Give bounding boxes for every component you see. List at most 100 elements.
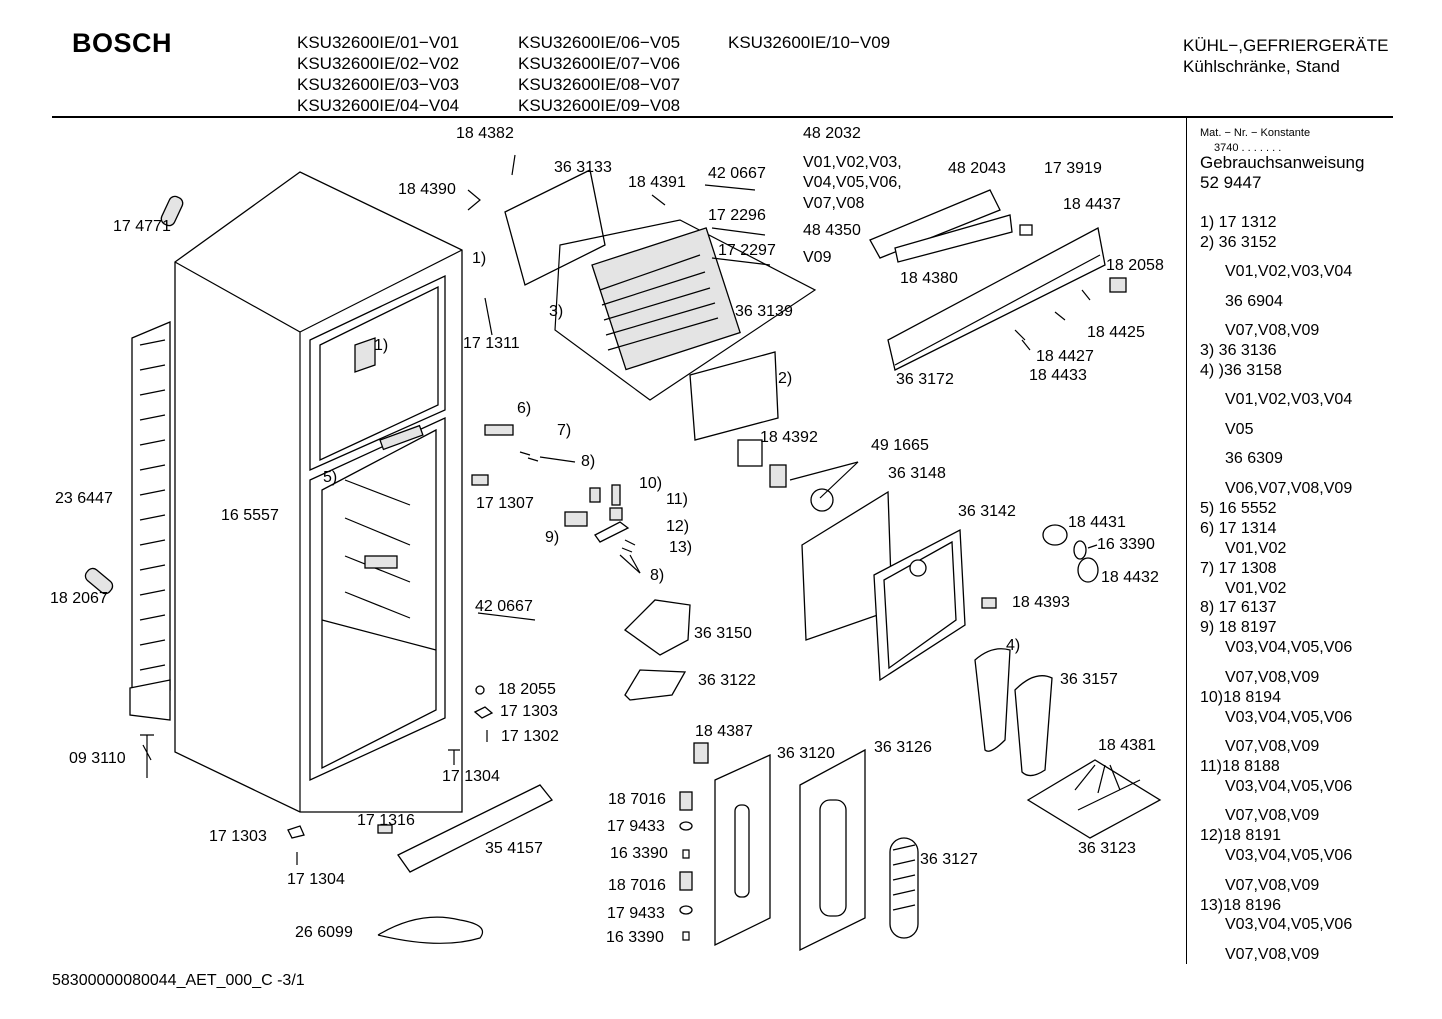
sidebar-manual-number: 52 9447	[1200, 173, 1262, 192]
document-id: 58300000080044_AET_000_C -3/1	[52, 972, 305, 989]
part-label: 36 3139	[735, 303, 793, 320]
part-label: 18 4382	[456, 125, 514, 142]
part-label: 17 1302	[501, 728, 559, 745]
model-number: KSU32600IE/09−V08	[518, 96, 681, 115]
reference-label: 7)	[557, 422, 572, 439]
control-panel-drawing	[869, 189, 1127, 371]
model-number: KSU32600IE/01−V01	[297, 33, 460, 52]
reference-label: 8)	[650, 567, 665, 584]
reference-label: 10)	[639, 475, 663, 492]
reference-label: 13)	[669, 539, 693, 556]
part-label: 17 1304	[287, 871, 345, 888]
reference-label: 4)	[1006, 637, 1021, 654]
variant-label: V04,V05,V06,	[803, 174, 902, 191]
part-label: 36 3172	[896, 371, 954, 388]
leader-lines	[484, 297, 1121, 794]
sidebar-item: 10)18 8194	[1200, 689, 1281, 706]
reference-label: 1)	[472, 250, 487, 267]
part-label: 35 4157	[485, 840, 543, 857]
reference-label: 2)	[778, 370, 793, 387]
shelf-bracket-drawing	[448, 599, 691, 765]
part-label: 36 3142	[958, 503, 1016, 520]
part-093110	[140, 734, 154, 778]
part-label: 17 1307	[476, 495, 534, 512]
part-label: 17 1303	[500, 703, 558, 720]
sidebar-item: 5) 16 5552	[1200, 500, 1277, 517]
part-label: 18 4437	[1063, 196, 1121, 213]
part-label: 17 1316	[357, 812, 415, 829]
part-182067	[84, 567, 114, 595]
sidebar-item: 2) 36 3152	[1200, 234, 1277, 251]
part-label: 16 3390	[1097, 536, 1155, 553]
sidebar-item: 36 6309	[1225, 450, 1283, 467]
part-label: 18 2058	[1106, 257, 1164, 274]
part-label: 36 3157	[1060, 671, 1118, 688]
sidebar-manual: Gebrauchsanweisung	[1200, 153, 1365, 172]
reference-label: 5)	[323, 469, 338, 486]
lamp-parts-drawing	[981, 524, 1099, 609]
sidebar-item: V03,V04,V05,V06	[1225, 916, 1353, 933]
part-label: 17 1311	[463, 335, 520, 352]
part-label: 18 4390	[398, 181, 456, 198]
sidebar-item: 13)18 8196	[1200, 897, 1281, 914]
part-label: 36 3126	[874, 739, 932, 756]
hinge-parts-drawing	[471, 424, 636, 553]
sidebar-item: 9) 18 8197	[1200, 619, 1277, 636]
part-label: 36 3120	[777, 745, 835, 762]
part-label: 16 3390	[610, 845, 668, 862]
category-line-2: Kühlschränke, Stand	[1183, 57, 1340, 76]
part-label: 18 4392	[760, 429, 818, 446]
model-number: KSU32600IE/08−V07	[518, 75, 681, 94]
part-label: 18 4425	[1087, 324, 1145, 341]
part-label: 17 1304	[442, 768, 500, 785]
reference-label: 11)	[666, 491, 688, 508]
sidebar-item: 1) 17 1312	[1200, 214, 1277, 231]
sidebar-konstante: 3740 . . . . . . .	[1214, 142, 1282, 154]
part-label: 17 4771	[113, 218, 171, 235]
sidebar-item: V03,V04,V05,V06	[1225, 709, 1353, 726]
cabinet-drawing	[174, 171, 463, 813]
part-label: 17 9433	[607, 818, 665, 835]
evaporator-drawing	[467, 154, 817, 467]
part-label: 17 9433	[607, 905, 665, 922]
part-label: 18 7016	[608, 877, 666, 894]
sidebar-item: 11)18 8188	[1200, 758, 1280, 775]
sidebar-item: V07,V08,V09	[1225, 738, 1320, 755]
reference-label: 12)	[666, 518, 690, 535]
part-label: 16 5557	[221, 507, 279, 524]
bottom-parts-drawing	[287, 784, 693, 944]
part-label: 17 2296	[708, 207, 766, 224]
part-label: 18 4380	[900, 270, 958, 287]
part-174771	[160, 195, 184, 227]
model-number: KSU32600IE/06−V05	[518, 33, 681, 52]
part-label: 18 4433	[1029, 367, 1087, 384]
header-divider	[52, 116, 1393, 118]
sidebar-item: V07,V08,V09	[1225, 322, 1320, 339]
sidebar-item: V01,V02,V03,V04	[1225, 391, 1353, 408]
sidebar-item: V03,V04,V05,V06	[1225, 778, 1353, 795]
door-handles-drawing	[974, 648, 1162, 839]
part-label: 49 1665	[871, 437, 929, 454]
sidebar-item: V07,V08,V09	[1225, 807, 1320, 824]
part-label: 36 3127	[920, 851, 978, 868]
door-panels-drawing	[693, 742, 919, 952]
sidebar-item: V05	[1225, 421, 1254, 438]
sidebar-item: V03,V04,V05,V06	[1225, 847, 1353, 864]
sidebar-item: 4) )36 3158	[1200, 362, 1282, 379]
model-number: KSU32600IE/04−V04	[297, 96, 460, 115]
sidebar-item: 7) 17 1308	[1200, 560, 1277, 577]
part-label: 48 2043	[948, 160, 1006, 177]
part-label: 17 2297	[718, 242, 776, 259]
part-label: 42 0667	[708, 165, 766, 182]
part-label: 09 3110	[69, 750, 126, 767]
model-list-col3: KSU32600IE/10−V09	[728, 32, 890, 53]
part-label: 18 7016	[608, 791, 666, 808]
part-label: 18 4393	[1012, 594, 1070, 611]
model-number: KSU32600IE/03−V03	[297, 75, 460, 94]
category-line-1: KÜHL−,GEFRIERGERÄTE	[1183, 36, 1389, 55]
sidebar-item: V01,V02	[1225, 540, 1287, 557]
part-label: 18 4381	[1098, 737, 1156, 754]
sidebar-matnr: Mat. − Nr. − Konstante	[1200, 127, 1311, 139]
sidebar-item: V07,V08,V09	[1225, 946, 1320, 963]
